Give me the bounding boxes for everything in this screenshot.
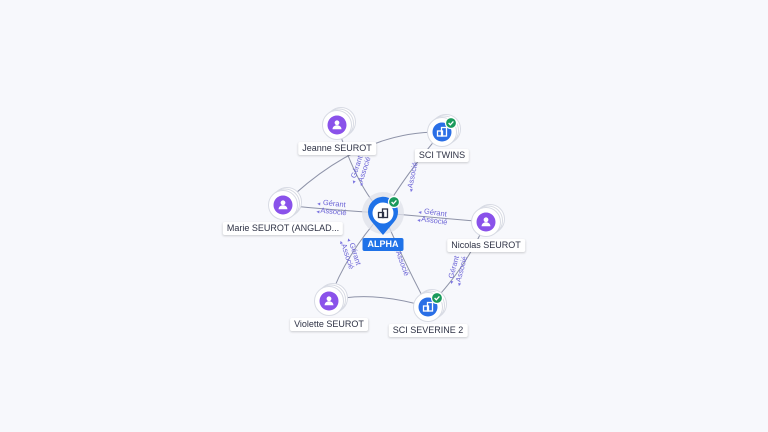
verified-badge [387,195,401,209]
edge-label-text: Associé [421,214,448,227]
person-icon-head [326,296,332,302]
node-label-sciseverine[interactable]: SCI SEVERINE 2 [388,324,468,337]
node-label-scitwins[interactable]: SCI TWINS [414,149,470,162]
building-icon-part [381,208,389,219]
node-violette[interactable] [314,283,348,316]
check-icon [448,120,454,126]
verified-badge [444,116,458,130]
node-label-alpha[interactable]: ALPHA [362,238,404,251]
edge-arrow [347,238,351,242]
person-icon-body [332,125,342,130]
edge-label-text: Associé [405,161,419,189]
edge-label-scitwins-alpha: Associé [405,161,420,193]
person-icon [278,200,288,210]
node-jeanne[interactable] [322,107,356,140]
person-icon-head [280,200,286,206]
node-label-jeanne[interactable]: Jeanne SEUROT [298,142,376,155]
check-icon [391,199,397,205]
edge-arrow [458,282,462,287]
building-icon [377,208,389,219]
person-icon [324,296,334,306]
edge-label-text: Gérant [424,206,449,218]
edge-arrow [352,180,356,184]
node-label-nicolas[interactable]: Nicolas SEUROT [447,239,525,252]
verified-badge [430,291,444,305]
person-icon-head [334,120,340,126]
edge-arrow [410,188,414,193]
person-icon-head [483,217,489,223]
person-icon-body [324,301,334,306]
building-icon [436,126,448,137]
edge-arrow [417,219,421,222]
building-icon-part [426,301,434,312]
edge-arrow [340,240,343,245]
edge-arrow [450,280,454,285]
building-icon [422,301,434,312]
check-icon [434,295,440,301]
building-icon-part [377,211,385,219]
node-label-marie[interactable]: Marie SEUROT (ANGLAD... [222,222,344,235]
node-marie[interactable] [268,187,302,220]
building-icon-part [436,130,444,137]
node-scitwins[interactable] [427,114,461,147]
edge-arrow [317,202,321,206]
person-icon-body [481,222,491,227]
node-nicolas[interactable] [471,204,505,237]
edge-label-text: Gérant [322,198,347,209]
edge-arrow [360,182,364,187]
person-icon-body [278,205,288,210]
building-icon-part [422,305,430,312]
edge-label-text: Associé [320,206,347,218]
edge-arrow [316,210,320,214]
node-alpha[interactable] [362,192,404,235]
node-label-violette[interactable]: Violette SEUROT [290,318,368,331]
person-icon [332,120,342,130]
person-icon [481,217,491,227]
node-sciseverine[interactable] [413,289,447,322]
building-icon-part [440,126,448,137]
edge-arrow [418,211,422,215]
edge-label-text: Associé [394,249,411,277]
